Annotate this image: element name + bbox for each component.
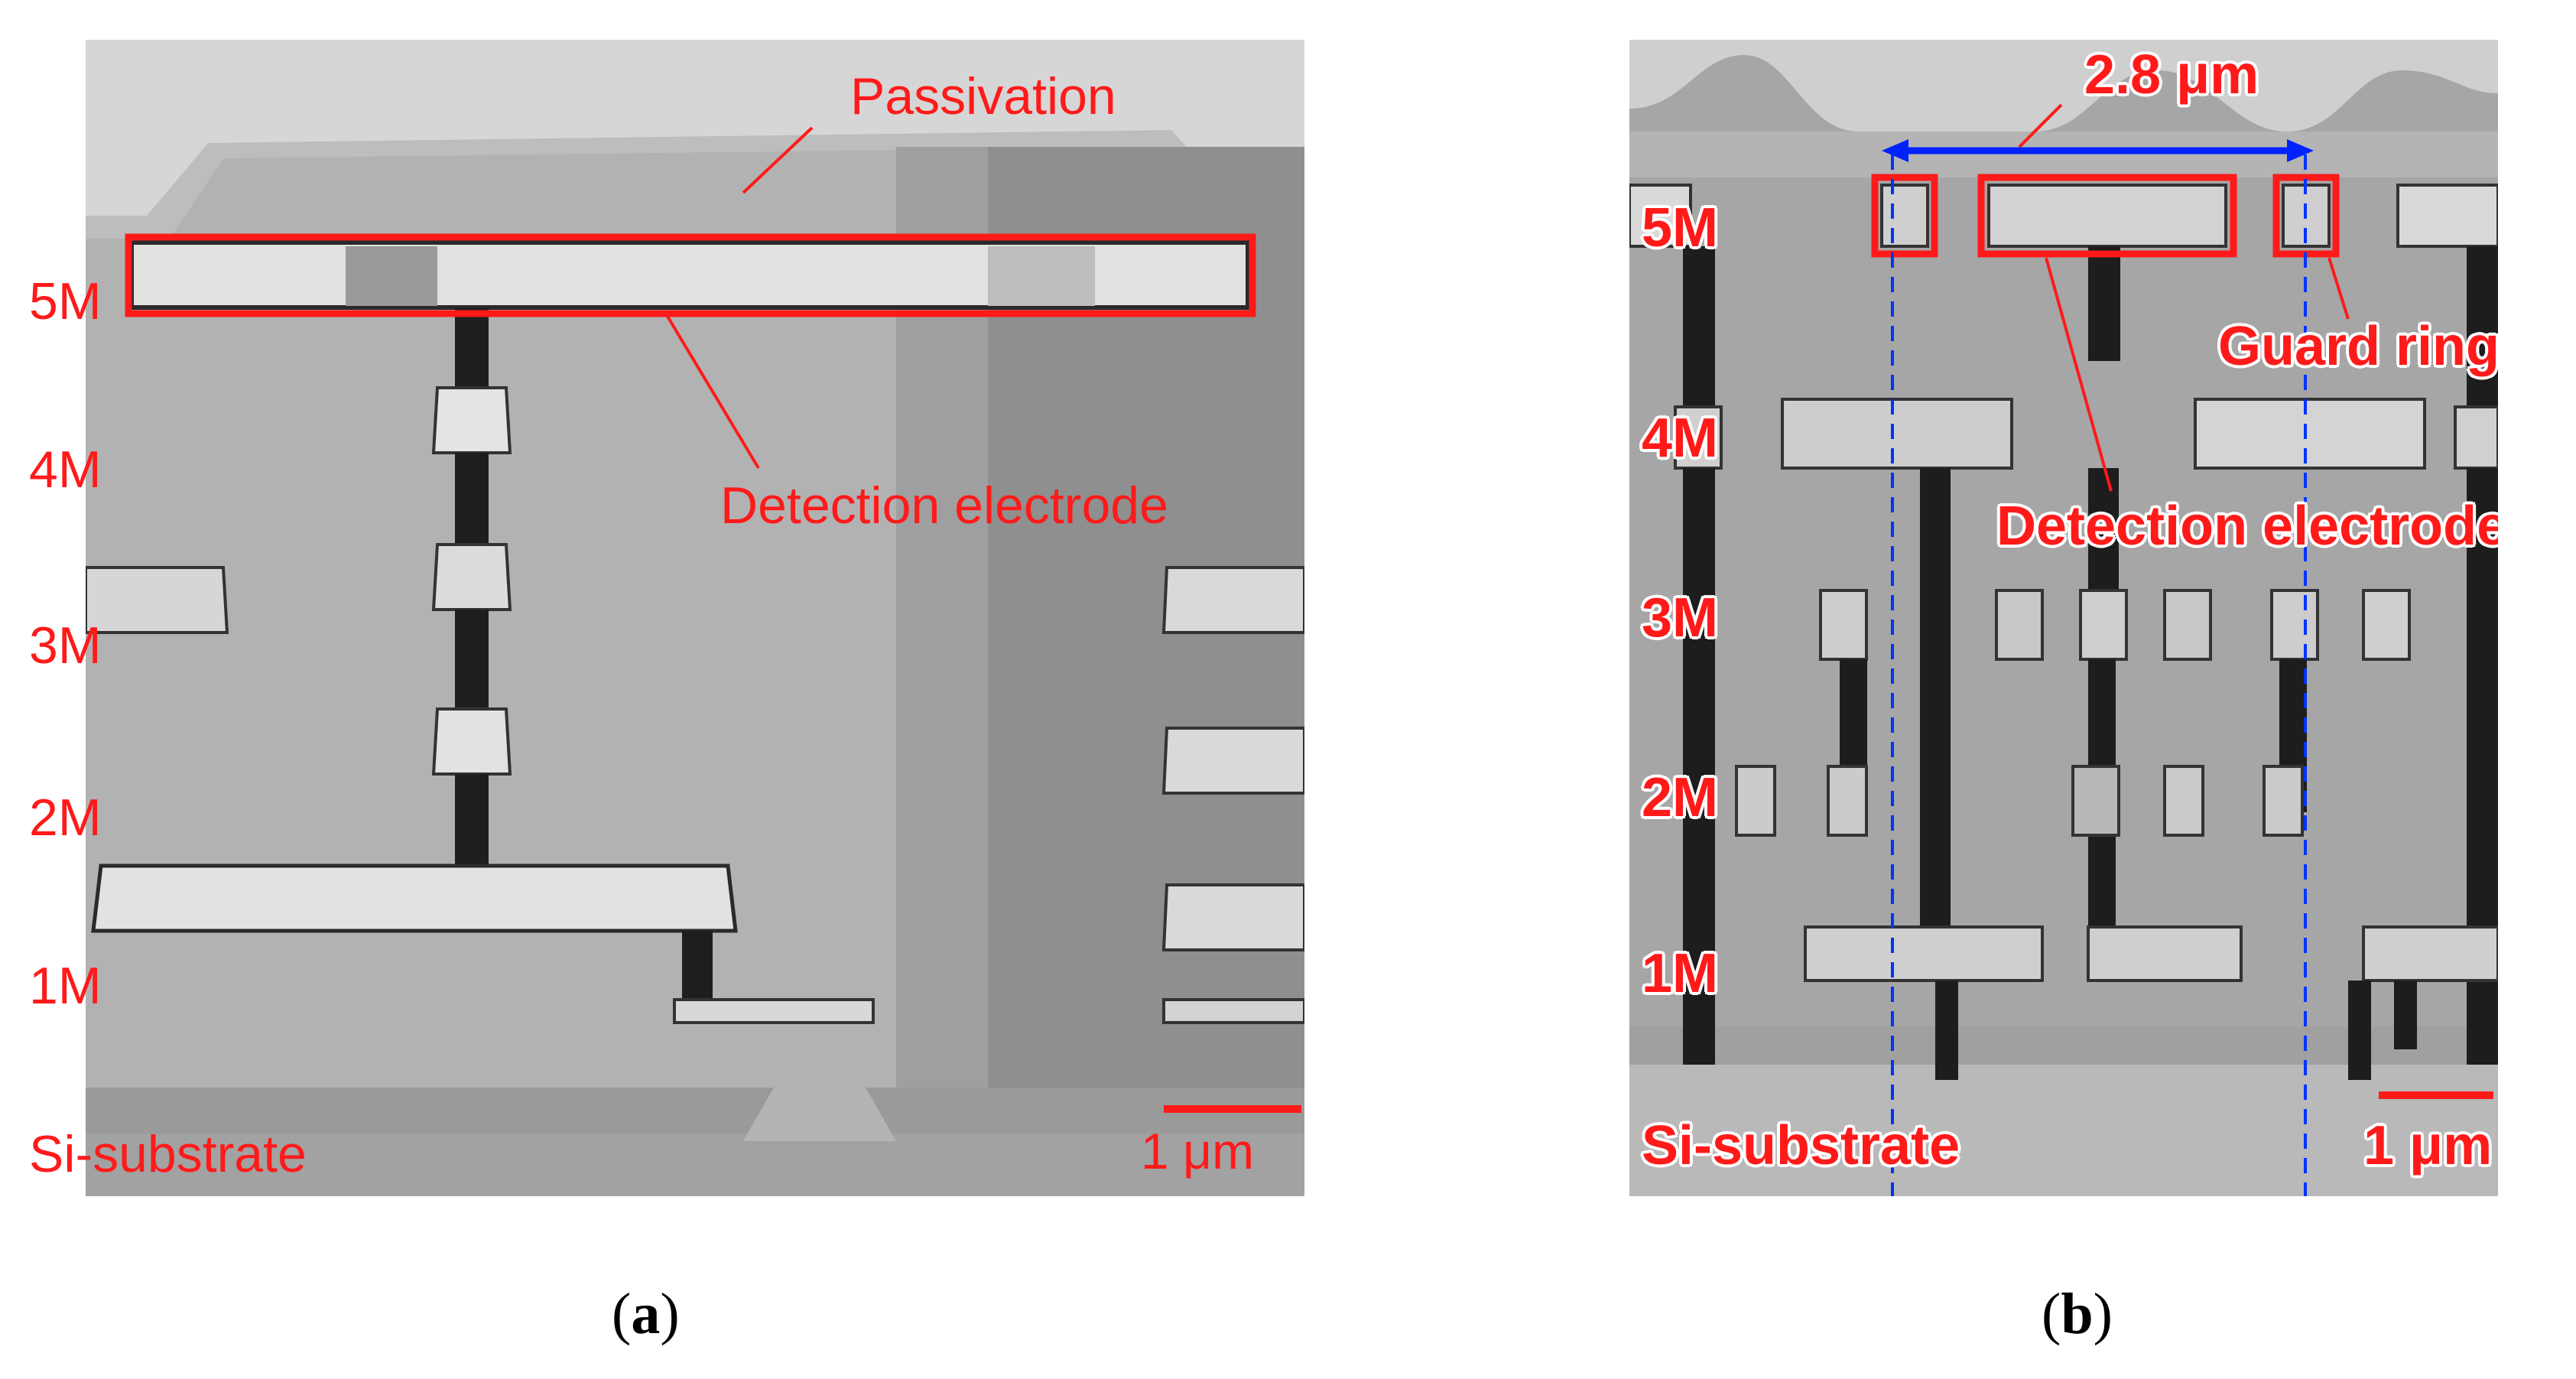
layer-4m-label: 4M [29,441,102,499]
dimension-arrow-left-head [1882,139,1908,162]
electrode-leader-line-b [2045,257,2113,492]
detection-electrode-label: Detection electrode [720,476,1168,535]
scale-bar-b [2379,1091,2493,1099]
layer-5m-label: 5M [29,272,102,330]
caption-b: (b) [2042,1282,2113,1346]
panel-b-micrograph [1629,40,2498,1196]
layer-2m-label-b: 2M [1642,767,1719,828]
scale-label-b: 1 μm [2363,1115,2493,1176]
width-label: 2.8 μm [2084,44,2259,106]
guard-ring-leader-line [2327,257,2350,320]
layer-1m-label: 1M [29,957,102,1015]
layer-3m-label-b: 3M [1642,587,1719,649]
layer-2m-label: 2M [29,789,102,847]
substrate-label-b: Si-substrate [1642,1115,1960,1176]
detection-electrode-box [1977,174,2237,258]
width-leader-line [2018,103,2063,148]
guard-ring-label: Guard ring [2218,316,2498,377]
electrode-leader-line [665,314,760,470]
guard-ring-box-left [1871,174,1938,258]
layer-1m-label-b: 1M [1642,943,1719,1004]
passivation-label: Passivation [850,67,1116,125]
layer-4m-label-b: 4M [1642,408,1719,469]
layer-5m-label-b: 5M [1642,197,1719,259]
detection-electrode-highlight-box [125,233,1256,317]
caption-a: (a) [612,1282,680,1346]
detection-electrode-label-b: Detection electrode [1996,496,2498,557]
passivation-leader-line [742,126,814,194]
scale-bar [1164,1105,1301,1113]
panel-a-micrograph [86,40,1304,1196]
scale-label: 1 μm [1141,1123,1255,1179]
tem-image-panel-b: 5M 4M 3M 2M 1M Si-substrate 2.8 μm Guard… [1629,40,2498,1196]
layer-3m-label: 3M [29,616,102,675]
substrate-label-a: Si-substrate [29,1125,307,1183]
dimension-arrow-right-head [2287,139,2314,162]
tem-image-panel-a: Passivation Detection electrode 1 μm [86,40,1304,1196]
